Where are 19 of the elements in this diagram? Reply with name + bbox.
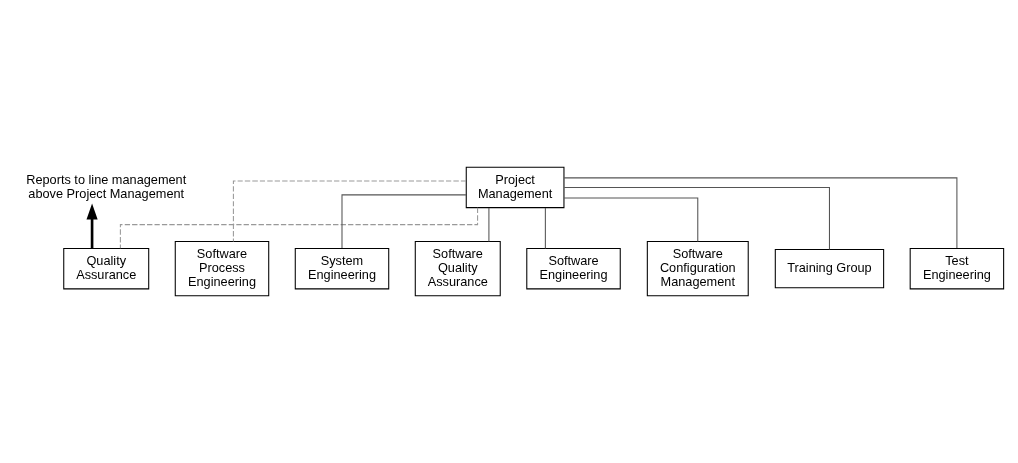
node-box: Software Quality Assurance [414,241,501,297]
node-box: Training Group [774,249,885,289]
connector [563,197,699,243]
connector [232,180,467,242]
node-box: System Engineering [294,247,390,290]
connector [563,177,958,249]
node-box: Software Configuration Management [646,241,749,297]
node-box: Test Engineering [909,247,1005,290]
connector [544,207,546,249]
connector [119,207,479,249]
connector [341,194,467,249]
connector [488,207,490,242]
connector [563,186,830,250]
node-box: Software Engineering [526,247,621,290]
arrow [86,203,98,249]
node-box: Software Process Engineering [174,241,270,297]
node-text: Reports to line management above Project Management [26,171,187,201]
node-box: Project Management [465,166,565,209]
node-box: Quality Assurance [63,247,150,290]
